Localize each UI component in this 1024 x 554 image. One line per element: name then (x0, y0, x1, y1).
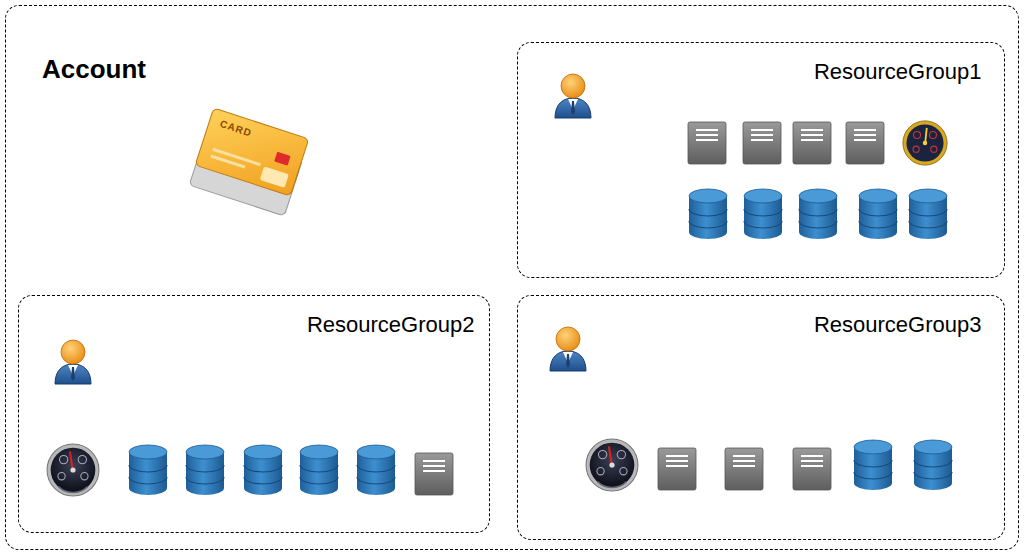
server-icon (793, 122, 831, 164)
server-icon (658, 448, 696, 490)
group-title: ResourceGroup2 (307, 312, 475, 338)
resource-group-box: ResourceGroup2 (18, 295, 490, 533)
database-icon (909, 189, 947, 239)
user-icon (555, 74, 591, 118)
card-text: CARD (219, 118, 254, 139)
database-icon (300, 445, 338, 495)
database-icon (129, 445, 167, 495)
server-icon (846, 122, 884, 164)
resource-group-box: ResourceGroup3 (517, 295, 1005, 540)
server-icon (725, 448, 763, 490)
account-box: Account ResourceGroup1ResourceGroup2 Resou… (5, 5, 1019, 550)
server-icon (415, 453, 453, 495)
group-title: ResourceGroup1 (814, 59, 982, 85)
server-icon (793, 448, 831, 490)
database-icon (186, 445, 224, 495)
database-icon (744, 189, 782, 239)
database-icon (689, 189, 727, 239)
database-icon (244, 445, 282, 495)
user-icon (55, 340, 91, 384)
dashboard-icon (903, 121, 947, 165)
account-heading: Account (42, 54, 146, 85)
database-icon (859, 189, 897, 239)
database-icon (914, 440, 952, 490)
database-icon (854, 440, 892, 490)
dashboard-icon (47, 444, 99, 496)
user-icon (550, 327, 586, 371)
dashboard-icon (586, 439, 638, 491)
group-title: ResourceGroup3 (814, 312, 982, 338)
resource-group-box: ResourceGroup1 (517, 42, 1005, 278)
database-icon (357, 445, 395, 495)
server-icon (743, 122, 781, 164)
credit-card-icon (189, 108, 309, 216)
database-icon (799, 189, 837, 239)
server-icon (688, 122, 726, 164)
